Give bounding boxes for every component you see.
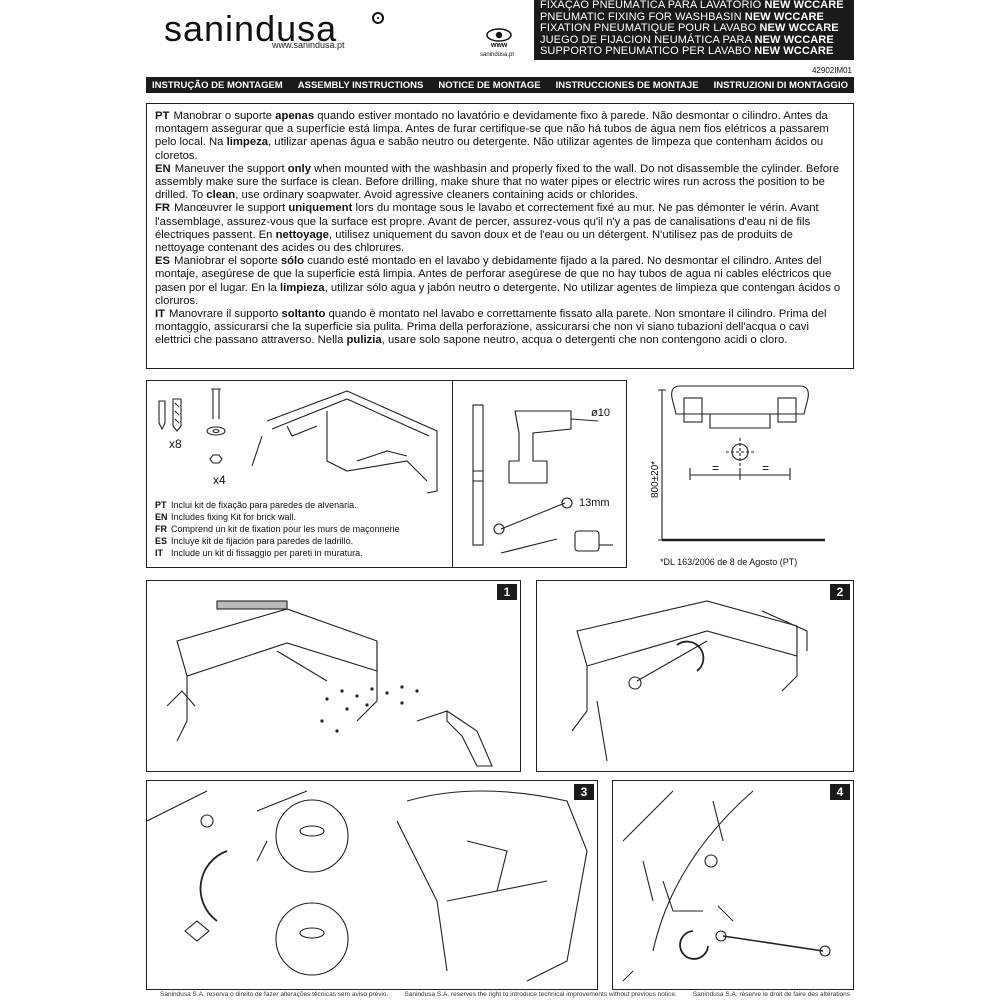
step-2-drawing [571,600,808,762]
www-label: www [491,42,508,49]
lang-en: ASSEMBLY INSTRUCTIONS [297,79,424,91]
step-1-drawing [166,600,493,767]
footer-pt: Sanindusa S.A. reserva o direito de faze… [160,991,389,998]
lang-it: INSTRUZIONI DI MONTAGGIO [713,79,848,91]
tools-panel: ø10 13mm [452,380,627,568]
product-title-block: FIXAÇÃO PNEUMÁTICA PARA LAVATÓRIO NEW WC… [534,0,854,60]
installation-height: 800±20* [650,460,661,498]
brand-logo: sanindusa [164,8,338,49]
brand-mark-icon [372,12,384,24]
wrench-size: 13mm [579,497,610,509]
eye-icon [486,28,512,42]
step-4-panel: 4 [612,780,854,990]
document-reference: 42902IM01 [811,66,852,75]
equal-mark-left: = [712,461,719,475]
wrench-icon [500,502,566,530]
footer-fr: Sanindusa S.A. réserve le droit de faire… [692,991,850,998]
pencil-icon [500,538,558,554]
washbasin-dimension-drawing: = = [658,385,825,542]
language-bar: INSTRUÇÃO DE MONTAGEM ASSEMBLY INSTRUCTI… [146,77,854,93]
drill-icon [508,410,572,484]
tools-drawing [472,404,613,554]
kit-drawing [158,388,438,494]
step-1-panel: 1 [146,580,521,772]
step-number: 2 [830,584,850,600]
title-pt: FIXAÇÃO PNEUMÁTICA PARA LAVATÓRIO NEW WC… [540,0,844,11]
title-en: PNEUMATIC FIXING FOR WASHBASIN NEW WCCAR… [540,10,824,23]
lang-fr: NOTICE DE MONTAGE [438,79,541,91]
website-link[interactable]: www.sanindusa.pt [272,40,345,50]
screws-quantity: x8 [169,437,182,451]
www-site: sanindusa.pt [480,52,515,58]
step-number: 4 [830,784,850,800]
step-2-panel: 2 [536,580,854,772]
washers-quantity: x4 [213,473,226,487]
step-number: 1 [497,584,517,600]
title-fr: FIXATION PNEUMATIQUE POUR LAVABO NEW WCC… [540,22,839,34]
wrench-icon [636,640,708,682]
equal-mark-right: = [762,461,769,475]
footer-en: Sanindusa S.A. reserves the right to int… [404,991,677,998]
step-4-drawing [622,790,831,982]
step-3-drawing [147,790,588,982]
step-number: 3 [574,784,594,800]
spirit-level-icon [472,404,484,546]
lang-es: INSTRUCCIONES DE MONTAJE [555,79,699,91]
footer-disclaimer: Sanindusa S.A. reserva o direito de faze… [160,991,850,998]
lang-pt: INSTRUÇÃO DE MONTAGEM [152,79,283,91]
dimension-diagram: = = [650,380,854,550]
wrench-icon [722,935,824,952]
title-es: JUEGO DE FIJACION NEUMÁTICA PARA NEW WCC… [540,33,834,46]
step-3-panel: 3 [146,780,598,990]
tape-measure-icon [574,530,600,552]
regulation-note: *DL 163/2006 de 8 de Agosto (PT) [660,557,798,567]
drill-bit-size: ø10 [591,407,610,419]
title-it: SUPPORTO PNEUMATICO PER LAVABO NEW WCCAR… [540,45,834,57]
